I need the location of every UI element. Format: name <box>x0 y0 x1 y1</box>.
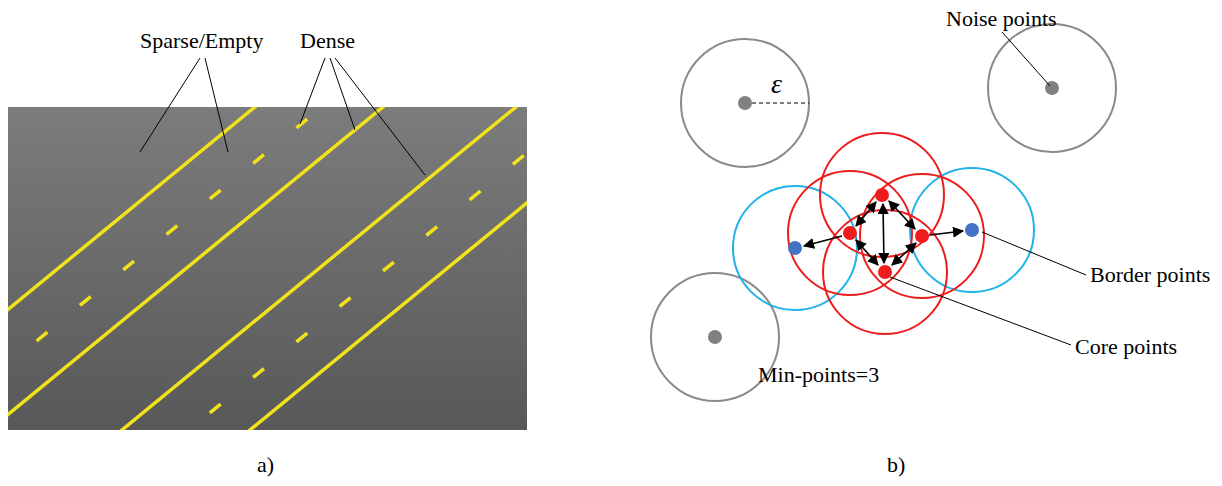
region-label: Dense <box>300 28 355 53</box>
leader-lines <box>890 32 1086 345</box>
lane-markings <box>8 107 527 430</box>
panel-label: b) <box>887 452 905 477</box>
reachability-arrows <box>804 201 963 265</box>
panel-label: a) <box>257 452 274 477</box>
point-label: Noise points <box>946 6 1057 31</box>
region-label: Sparse/Empty <box>140 28 263 53</box>
eps-circles <box>651 24 1116 401</box>
parameter-label: Min-points=3 <box>758 362 879 387</box>
point-label: Core points <box>1075 334 1177 359</box>
point-label: Border points <box>1090 262 1210 287</box>
points <box>708 81 1059 344</box>
leader-lines <box>140 58 425 175</box>
eps-radius <box>745 103 809 104</box>
epsilon-symbol: ε <box>771 68 782 100</box>
